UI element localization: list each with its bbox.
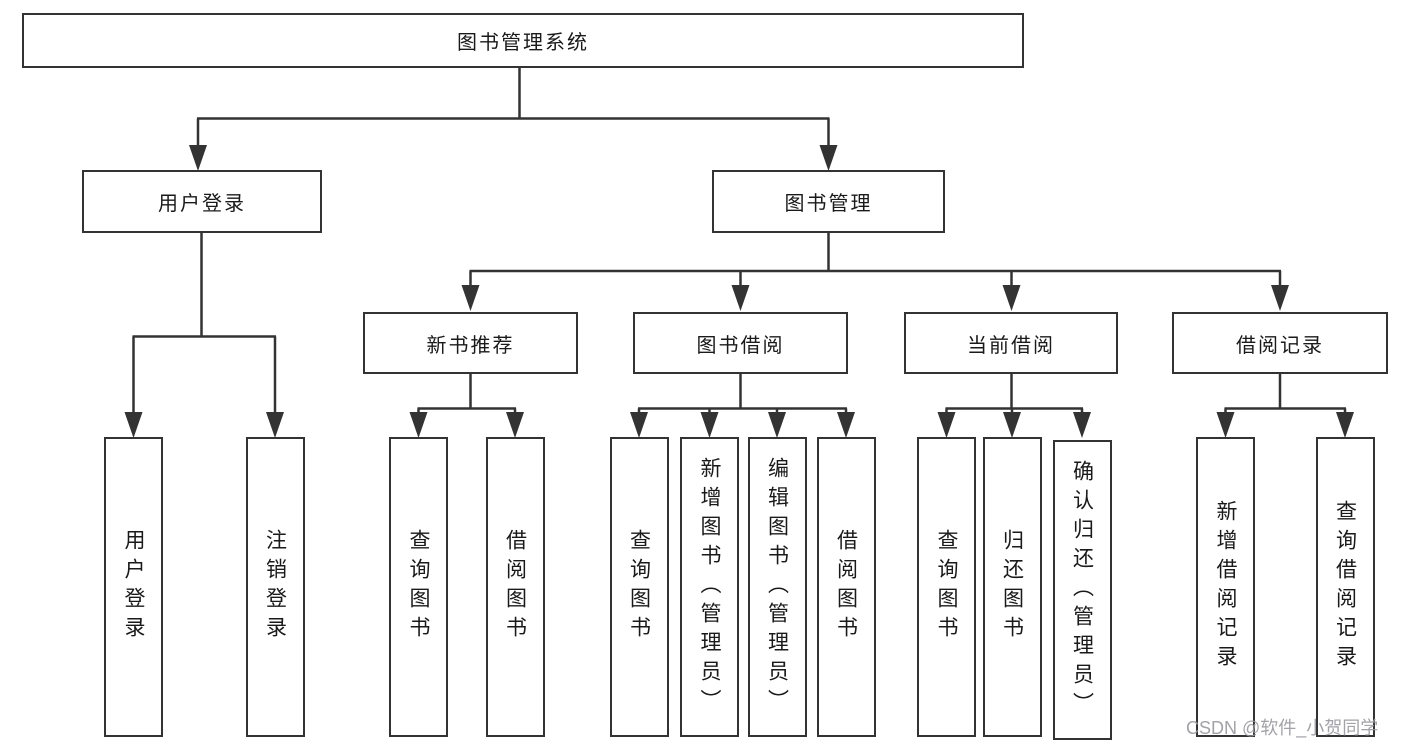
node-book-borrow: 图书借阅	[633, 312, 848, 374]
leaf-newbooks-borrow: 借阅图书	[485, 437, 545, 737]
leaf-current-query-label: 查询图书	[935, 529, 958, 645]
node-borrow-records: 借阅记录	[1172, 312, 1388, 374]
leaf-borrow-borrow: 借阅图书	[816, 437, 876, 737]
leaf-borrow-edit-label: 编辑图书（管理员）	[765, 456, 789, 718]
leaf-current-query: 查询图书	[917, 437, 976, 737]
leaf-newbooks-query: 查询图书	[389, 437, 448, 737]
node-book-management-label: 图书管理	[784, 193, 873, 215]
leaf-records-add-label: 新增借阅记录	[1214, 500, 1237, 674]
leaf-borrow-query-label: 查询图书	[627, 529, 651, 645]
leaf-current-return: 归还图书	[982, 437, 1042, 737]
leaf-newbooks-borrow-label: 借阅图书	[503, 529, 527, 645]
leaf-logout-label: 注销登录	[263, 529, 287, 645]
leaf-current-return-label: 归还图书	[1000, 529, 1024, 645]
node-current-borrow-label: 当前借阅	[967, 334, 1055, 357]
node-user-login: 用户登录	[82, 170, 322, 233]
node-new-book-recommend: 新书推荐	[363, 312, 578, 374]
leaf-user-login-label: 用户登录	[122, 529, 145, 645]
node-root-label: 图书管理系统	[457, 32, 589, 54]
leaf-borrow-borrow-label: 借阅图书	[834, 529, 858, 645]
leaf-logout: 注销登录	[245, 437, 305, 737]
leaf-borrow-add: 新增图书（管理员）	[680, 437, 739, 737]
node-book-borrow-label: 图书借阅	[696, 334, 785, 357]
node-book-management: 图书管理	[712, 170, 945, 233]
leaf-borrow-edit: 编辑图书（管理员）	[747, 437, 807, 737]
leaf-records-query-label: 查询借阅记录	[1333, 500, 1357, 674]
leaf-borrow-query: 查询图书	[609, 437, 669, 737]
leaf-current-confirm-label: 确认归还（管理员）	[1070, 459, 1094, 721]
leaf-current-confirm: 确认归还（管理员）	[1052, 440, 1112, 740]
node-current-borrow: 当前借阅	[904, 312, 1118, 374]
leaf-borrow-add-label: 新增图书（管理员）	[698, 456, 721, 718]
leaf-newbooks-query-label: 查询图书	[407, 529, 430, 645]
node-user-login-label: 用户登录	[158, 193, 246, 215]
leaf-records-add: 新增借阅记录	[1196, 437, 1255, 737]
node-borrow-records-label: 借阅记录	[1236, 334, 1324, 357]
node-new-book-recommend-label: 新书推荐	[426, 334, 515, 357]
csdn-watermark: CSDN @软件_小贺同学	[1186, 718, 1379, 738]
leaf-user-login: 用户登录	[104, 437, 163, 737]
leaf-records-query: 查询借阅记录	[1315, 437, 1375, 737]
node-root: 图书管理系统	[22, 13, 1024, 68]
